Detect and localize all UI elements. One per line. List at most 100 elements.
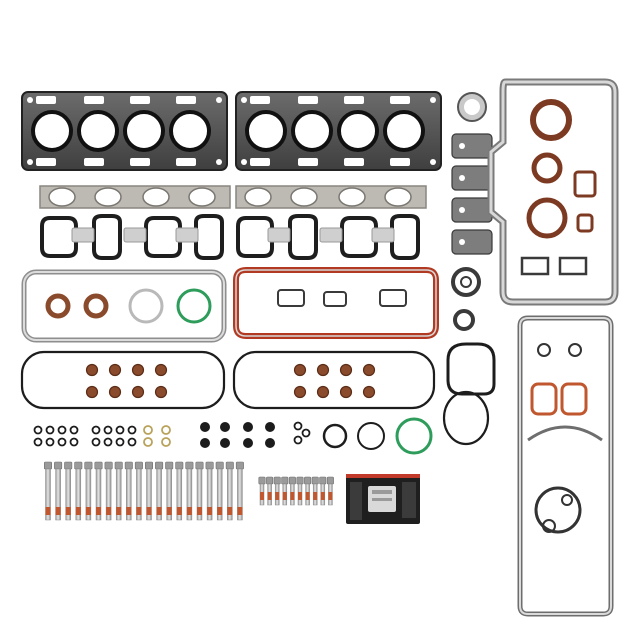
bolt-head <box>145 461 154 470</box>
bolt-head <box>326 476 334 485</box>
valve-cover-gasket-right <box>233 267 439 339</box>
bolt-thread-lock <box>146 507 152 515</box>
exhaust-manifold-gaskets <box>39 185 427 209</box>
bolt-head <box>64 461 73 470</box>
bolt-thread-lock <box>267 492 272 500</box>
bolt-shank <box>45 468 51 521</box>
sealant-package <box>346 474 420 524</box>
bolt-shank <box>126 468 132 521</box>
bolt-thread-lock <box>116 507 122 515</box>
bolt-thread-lock <box>305 492 310 500</box>
head-bolts <box>43 461 244 521</box>
bolt-thread-lock <box>65 507 71 515</box>
bolt-shank <box>55 468 61 521</box>
bolt-head <box>43 461 52 470</box>
bolt-head <box>185 461 194 470</box>
bolt-thread-lock <box>156 507 162 515</box>
bolt-head <box>296 476 304 485</box>
bolt-thread-lock <box>176 507 182 515</box>
bolt-head <box>94 461 103 470</box>
bolt-thread-lock <box>136 507 142 515</box>
bolt-head <box>54 461 63 470</box>
watermark: © Mizumo Auto <box>254 312 360 329</box>
bolt-head <box>288 476 296 485</box>
bolt-shank <box>186 468 193 521</box>
bolt-thread-lock <box>313 492 318 500</box>
bolt-shank <box>206 468 213 521</box>
oil-pump-gaskets <box>322 342 496 455</box>
intake-manifold-seals <box>40 214 420 260</box>
bolt-shank <box>95 468 102 521</box>
bolt-head <box>195 461 204 470</box>
bolt-thread-lock <box>275 492 280 500</box>
bolt-shank <box>146 468 152 521</box>
bolt-shank <box>227 468 233 521</box>
rubber-grommets <box>200 422 275 448</box>
thermostat-gaskets <box>451 267 481 331</box>
oil-pan-gasket <box>487 78 619 306</box>
bolt-head <box>281 476 289 485</box>
bolt-thread-lock <box>237 507 243 515</box>
timing-cover-gasket <box>517 315 614 617</box>
valve-stem-seals <box>85 363 376 399</box>
bolt-thread-lock <box>260 492 264 500</box>
bolt-shank <box>85 468 92 521</box>
bolt-thread-lock <box>282 492 287 500</box>
head-gasket-left <box>21 91 228 171</box>
valve-cover-gasket-left <box>21 269 227 343</box>
bolt-thread-lock <box>45 507 51 515</box>
bolt-thread-lock <box>126 507 132 515</box>
bolt-shank <box>156 468 162 521</box>
bolt-thread-lock <box>186 507 192 515</box>
bolt-head <box>74 461 83 470</box>
bolt-shank <box>166 468 172 521</box>
bolt-thread-lock <box>75 507 81 515</box>
bolt-thread-lock <box>166 507 172 515</box>
bolt-head <box>235 461 244 470</box>
bolt-shank <box>216 468 223 521</box>
bolt-head <box>273 476 281 485</box>
bolt-shank <box>105 468 112 521</box>
bolt-head <box>266 476 274 485</box>
head-gasket-right <box>235 91 442 171</box>
bolt-shank <box>196 468 203 521</box>
steel-plate-gaskets <box>451 92 493 255</box>
bolt-thread-lock <box>96 507 101 515</box>
bolt-thread-lock <box>55 507 61 515</box>
rocker-cover-seals <box>20 350 436 410</box>
short-head-bolts <box>258 476 334 506</box>
bolt-head <box>124 461 133 470</box>
bolt-head <box>225 461 234 470</box>
bolt-head <box>205 461 214 470</box>
bolt-head <box>258 476 266 485</box>
bolt-head <box>304 476 312 485</box>
bolt-head <box>134 461 143 470</box>
bolt-head <box>215 461 224 470</box>
bolt-shank <box>65 468 71 521</box>
bolt-thread-lock <box>197 507 202 515</box>
bolt-thread-lock <box>85 507 91 515</box>
bolt-shank <box>75 468 82 521</box>
small-o-rings <box>33 421 311 447</box>
bolt-head <box>175 461 184 470</box>
bolt-head <box>155 461 164 470</box>
bolt-shank <box>176 468 183 521</box>
bolt-thread-lock <box>298 492 302 500</box>
bolt-shank <box>237 468 243 521</box>
bolt-head <box>319 476 327 485</box>
bolt-head <box>114 461 123 470</box>
svg-text:© Mizumo Auto: © Mizumo Auto <box>254 312 360 329</box>
bolt-thread-lock <box>328 492 333 500</box>
bolt-thread-lock <box>290 492 295 500</box>
bolt-thread-lock <box>320 492 325 500</box>
bolt-head <box>165 461 174 470</box>
bolt-head <box>104 461 113 470</box>
bolt-thread-lock <box>106 507 112 515</box>
bolt-head <box>84 461 93 470</box>
bolt-shank <box>115 468 122 521</box>
bolt-head <box>311 476 319 485</box>
bolt-thread-lock <box>227 507 233 515</box>
crank-seals <box>520 99 597 276</box>
